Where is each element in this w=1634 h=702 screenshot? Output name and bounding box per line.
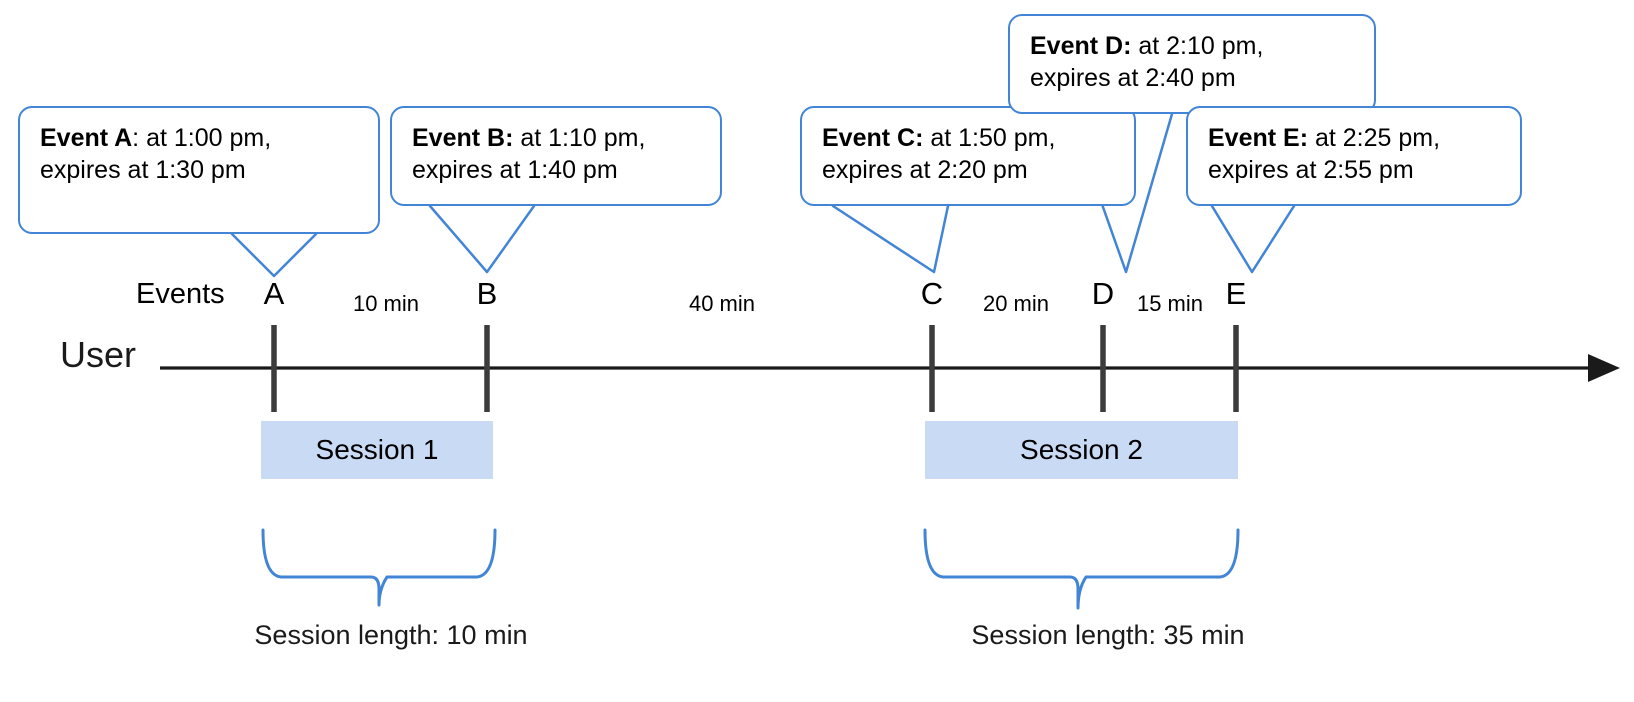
callout-tail-a [230, 232, 318, 278]
callout-c-title: Event C: [822, 124, 924, 152]
session-box-1[interactable]: Session 1 [261, 421, 493, 479]
callout-e-separator [1308, 124, 1315, 152]
callout-d-occurs: at 2:10 pm, [1138, 32, 1264, 60]
callout-b-occurs: at 1:10 pm, [520, 124, 646, 152]
tick-label-d: D [1091, 276, 1115, 311]
tick-label-e: E [1225, 276, 1247, 311]
gap-label-d-e: 15 min [1136, 291, 1204, 316]
callout-event-b[interactable]: Event B: at 1:10 pm, expires at 1:40 pm [390, 106, 722, 206]
callout-e-expires: expires at 2:55 pm [1208, 156, 1414, 184]
callout-d-title: Event D: [1030, 32, 1132, 60]
callout-a-separator: : [132, 124, 147, 152]
callout-b-title: Event B: [412, 124, 514, 152]
session-length-caption-1: Session length: 10 min [254, 620, 528, 650]
session-box-1-label: Session 1 [315, 434, 439, 465]
callout-tail-c [831, 204, 950, 274]
callout-event-a[interactable]: Event A: at 1:00 pm, expires at 1:30 pm [18, 106, 380, 234]
tick-label-b: B [476, 276, 498, 311]
gap-label-b-c: 40 min [688, 291, 756, 316]
callout-c-occurs: at 1:50 pm, [930, 124, 1056, 152]
callout-a-occurs: at 1:00 pm, [146, 124, 272, 152]
timeline-arrowhead [1588, 354, 1620, 382]
callout-e-occurs: at 2:25 pm, [1314, 124, 1441, 152]
callout-c-expires: expires at 2:20 pm [822, 156, 1028, 184]
callout-event-c[interactable]: Event C: at 1:50 pm, expires at 2:20 pm [800, 106, 1136, 206]
callout-d-expires: expires at 2:40 pm [1030, 64, 1236, 92]
callout-a-title: Event A [40, 124, 133, 152]
callout-event-e[interactable]: Event E: at 2:25 pm, expires at 2:55 pm [1186, 106, 1522, 206]
session-brace-2 [923, 528, 1240, 610]
tick-label-a: A [263, 276, 285, 311]
callout-b-expires: expires at 1:40 pm [412, 156, 618, 184]
callout-tail-e [1210, 204, 1296, 274]
session-brace-1 [261, 528, 497, 607]
session-length-caption-2: Session length: 35 min [971, 620, 1245, 650]
tick-label-c: C [920, 276, 944, 311]
gap-label-a-b: 10 min [352, 291, 420, 316]
session-box-2[interactable]: Session 2 [925, 421, 1238, 479]
callout-event-d[interactable]: Event D: at 2:10 pm, expires at 2:40 pm [1008, 14, 1376, 114]
session-box-2-label: Session 2 [1020, 434, 1143, 465]
user-lane-label: User [60, 334, 137, 375]
callout-a-expires: expires at 1:30 pm [40, 156, 246, 184]
gap-label-c-d: 20 min [982, 291, 1050, 316]
callout-e-title: Event E: [1208, 124, 1309, 152]
events-row-label: Events [136, 278, 225, 310]
callout-tail-b [428, 204, 536, 274]
